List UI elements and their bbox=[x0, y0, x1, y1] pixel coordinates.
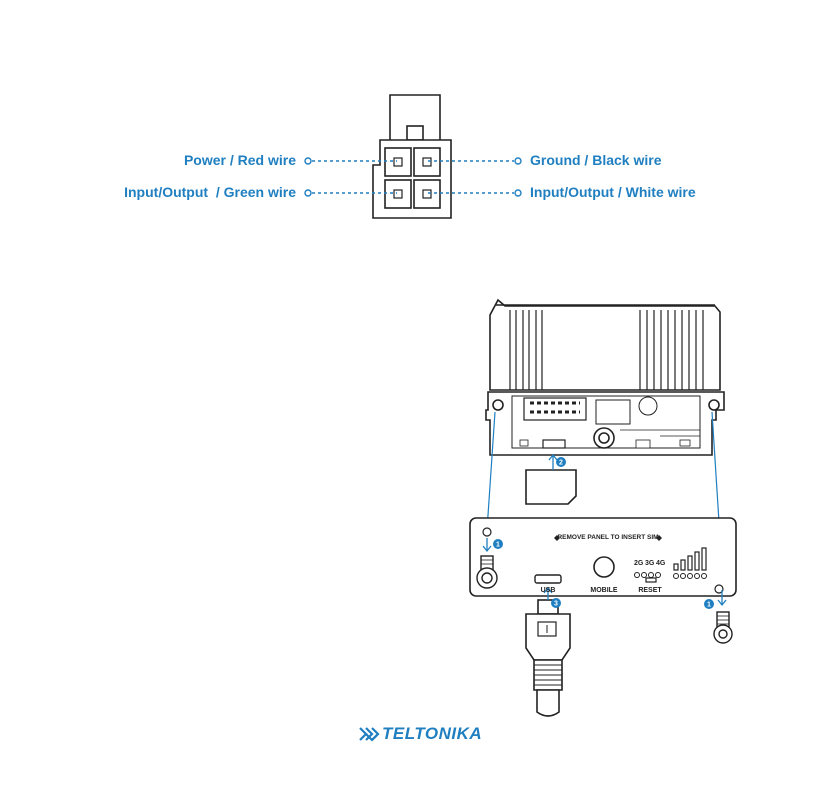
usb-label: USB bbox=[541, 587, 556, 594]
mobile-label: MOBILE bbox=[590, 587, 618, 594]
teltonika-logo-icon bbox=[360, 728, 378, 740]
ground-leader-dot bbox=[515, 158, 521, 164]
step-1-left-number: 1 bbox=[496, 542, 500, 549]
led-2g bbox=[635, 573, 640, 578]
board-usb-port bbox=[543, 440, 565, 448]
mount-hole-right bbox=[709, 400, 719, 410]
led-3g bbox=[642, 573, 647, 578]
pcb-capacitor bbox=[639, 397, 657, 415]
front-panel bbox=[470, 518, 736, 596]
step-3-number: 3 bbox=[554, 601, 558, 608]
device-top-housing bbox=[490, 300, 720, 390]
sim-card bbox=[526, 470, 576, 504]
usb-cable-wire bbox=[537, 690, 559, 716]
mount-hole-left bbox=[493, 400, 503, 410]
panel-usb-port bbox=[535, 575, 561, 583]
panel-screw-hole-left bbox=[483, 528, 491, 536]
reset-label: RESET bbox=[638, 587, 662, 594]
reset-button[interactable] bbox=[646, 578, 656, 582]
net-label-4g: 4G bbox=[656, 560, 666, 567]
connector-latch-tab bbox=[407, 126, 423, 140]
io-white-leader-dot bbox=[515, 190, 521, 196]
remove-panel-label: REMOVE PANEL TO INSERT SIM bbox=[557, 534, 658, 541]
step-1-right-number: 1 bbox=[707, 602, 711, 609]
net-label-2g: 2G bbox=[634, 560, 644, 567]
mobile-button[interactable] bbox=[594, 557, 614, 577]
device-body bbox=[486, 300, 724, 455]
teltonika-logo-text: TELTONIKA bbox=[382, 724, 482, 744]
sim-holder bbox=[524, 398, 586, 420]
usb-plug-body bbox=[526, 614, 570, 660]
connector bbox=[373, 95, 451, 218]
screw-right bbox=[714, 612, 732, 643]
step-2-number: 2 bbox=[559, 460, 563, 467]
net-label-3g: 3G bbox=[645, 560, 655, 567]
pcb-component bbox=[596, 400, 630, 424]
io-green-leader-dot bbox=[305, 190, 311, 196]
power-leader-dot bbox=[305, 158, 311, 164]
led-net bbox=[656, 573, 661, 578]
led-4g bbox=[649, 573, 654, 578]
usb-cable bbox=[526, 600, 570, 716]
